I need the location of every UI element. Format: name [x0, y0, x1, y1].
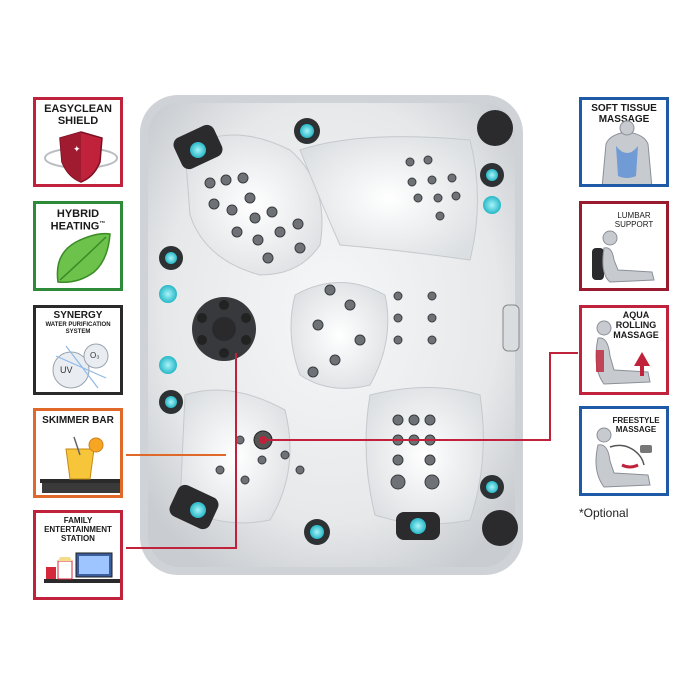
- uv-ozone-icon: [52, 343, 109, 389]
- svg-text:✦: ✦: [73, 145, 81, 155]
- control-panel: [502, 304, 520, 352]
- seated-person-icon: [595, 320, 651, 385]
- feature-title: FREESTYLE: [612, 416, 660, 425]
- seat-corner: [299, 136, 478, 261]
- feature-title: ENTERTAINMENT: [44, 525, 112, 534]
- seat-lounger: [184, 134, 323, 276]
- cupholder: [482, 510, 518, 546]
- back-muscle-icon: [601, 120, 653, 184]
- seated-person-icon: [592, 230, 655, 283]
- feature-title: SKIMMER BAR: [42, 415, 114, 426]
- tv-popcorn-icon: [44, 552, 120, 583]
- feature-title: HYBRID: [56, 208, 100, 220]
- feature-aqua-rolling-massage: AQUA ROLLING MASSAGE: [579, 305, 669, 395]
- cupholder: [477, 110, 513, 146]
- uv-label: UV: [60, 365, 73, 375]
- seat-center: [290, 282, 389, 389]
- feature-title: MASSAGE: [615, 425, 657, 434]
- feature-subtitle: SYSTEM: [65, 329, 91, 335]
- feature-soft-tissue-massage: SOFT TISSUE MASSAGE: [579, 97, 669, 187]
- feature-lumbar-support: LUMBAR SUPPORT: [579, 201, 669, 291]
- feature-hybrid-heating: HYBRID HEATING™: [33, 201, 123, 291]
- leaf-icon: [56, 232, 111, 284]
- feature-title: SUPPORT: [614, 220, 654, 229]
- star-lights: [159, 118, 504, 545]
- feature-title: HEATING™: [50, 220, 106, 233]
- feature-title: SYNERGY: [53, 310, 103, 321]
- feature-title: LUMBAR: [617, 211, 651, 220]
- feature-skimmer-bar: SKIMMER BAR: [33, 408, 123, 498]
- ozone-label: O₃: [90, 351, 100, 360]
- feature-title: SOFT TISSUE: [591, 103, 657, 114]
- optional-note: *Optional: [579, 506, 629, 520]
- massage-jets: [204, 155, 461, 490]
- feature-title: EASYCLEAN: [44, 103, 112, 115]
- feature-title: MASSAGE: [598, 114, 650, 125]
- feature-easyclean-shield: EASYCLEAN SHIELD ✦: [33, 97, 123, 187]
- feature-title: STATION: [61, 534, 95, 543]
- feature-title: AQUA: [622, 310, 650, 320]
- entertainment-connector: [126, 352, 578, 549]
- drink-icon: [40, 436, 120, 493]
- feature-title: FAMILY: [63, 516, 93, 525]
- feature-title: MASSAGE: [613, 330, 659, 340]
- feature-title: SHIELD: [57, 115, 99, 127]
- shield-icon: ✦: [44, 131, 118, 183]
- feature-subtitle: WATER PURIFICATION: [45, 322, 111, 328]
- feature-family-entertainment: FAMILY ENTERTAINMENT STATION: [33, 510, 123, 600]
- feature-title: ROLLING: [615, 320, 657, 330]
- feature-synergy-purification: SYNERGY WATER PURIFICATION SYSTEM UV O₃: [33, 305, 123, 395]
- seat-left-lower: [179, 389, 291, 524]
- seated-person-icon: [595, 427, 652, 488]
- seat-right-lower: [365, 387, 484, 525]
- feature-freestyle-massage: FREESTYLE MASSAGE: [579, 406, 669, 496]
